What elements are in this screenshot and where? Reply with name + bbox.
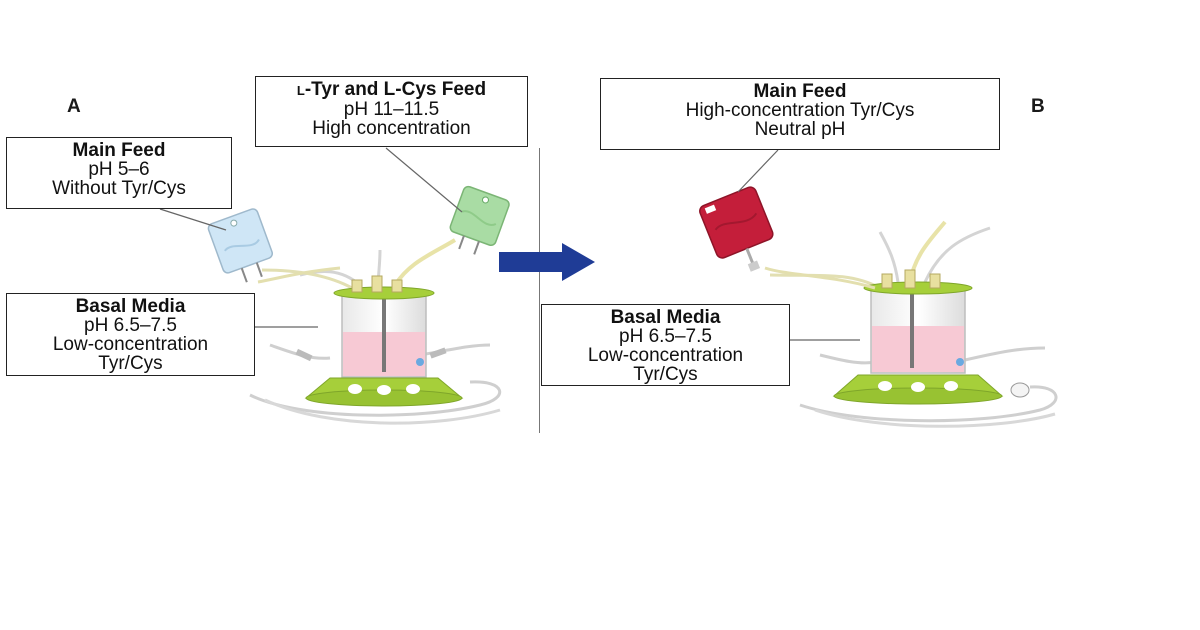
basal-media-label-b: Basal Media pH 6.5–7.5 Low-concentration… [541,304,790,386]
tyrcys-feed-title: L-Tyr and L-Cys Feed [256,80,527,100]
tyrcys-feed-ph: pH 11–11.5 [343,99,440,120]
basal-media-title-a: Basal Media [75,296,186,317]
basal-media-ph-b: pH 6.5–7.5 [619,326,712,347]
main-feed-title-a: Main Feed [72,140,166,161]
main-feed-note-a: Without Tyr/Cys [52,178,186,199]
main-feed-label-a: Main Feed pH 5–6 Without Tyr/Cys [6,137,232,209]
basal-media-label-a: Basal Media pH 6.5–7.5 Low-concentration… [6,293,255,376]
leader-line-main-feed-a [159,208,227,231]
basal-media-title-b: Basal Media [610,307,721,328]
basal-media-concentration-b: Low-concentration [587,345,744,366]
leader-line-tyrcys-feed-a [385,147,463,213]
basal-media-tyrcys-b: Tyr/Cys [633,364,698,385]
tyrcys-feed-title-prefix: L [296,83,305,98]
main-feed-concentration-b: High-concentration Tyr/Cys [685,100,915,121]
leader-line-main-feed-b [737,149,779,193]
tyrcys-feed-title-rest: -Tyr and L-Cys Feed [304,79,487,100]
main-feed-title-b: Main Feed [753,81,847,102]
iv-bag-icon-main-feed-a [207,208,274,283]
tyrcys-feed-concentration: High concentration [312,118,471,139]
panel-divider [539,148,540,433]
main-feed-label-b: Main Feed High-concentration Tyr/Cys Neu… [600,78,1000,150]
basal-media-ph-a: pH 6.5–7.5 [84,315,177,336]
basal-media-concentration-a: Low-concentration [52,334,209,355]
iv-bag-icon-main-feed-b [699,186,774,272]
main-feed-ph-a: pH 5–6 [88,159,150,180]
bioreactor-icon-a [249,238,502,425]
main-feed-ph-b: Neutral pH [754,119,846,140]
tyrcys-feed-label: L-Tyr and L-Cys Feed pH 11–11.5 High con… [255,76,528,147]
bioreactor-icon-b [769,220,1058,428]
basal-media-tyrcys-a: Tyr/Cys [98,353,163,374]
panel-label-a: A [67,96,81,117]
panel-label-b: B [1031,96,1045,117]
media-fill-b [872,326,964,372]
right-arrow-icon [499,243,595,281]
iv-bag-icon-tyrcys-feed-a [449,185,510,255]
